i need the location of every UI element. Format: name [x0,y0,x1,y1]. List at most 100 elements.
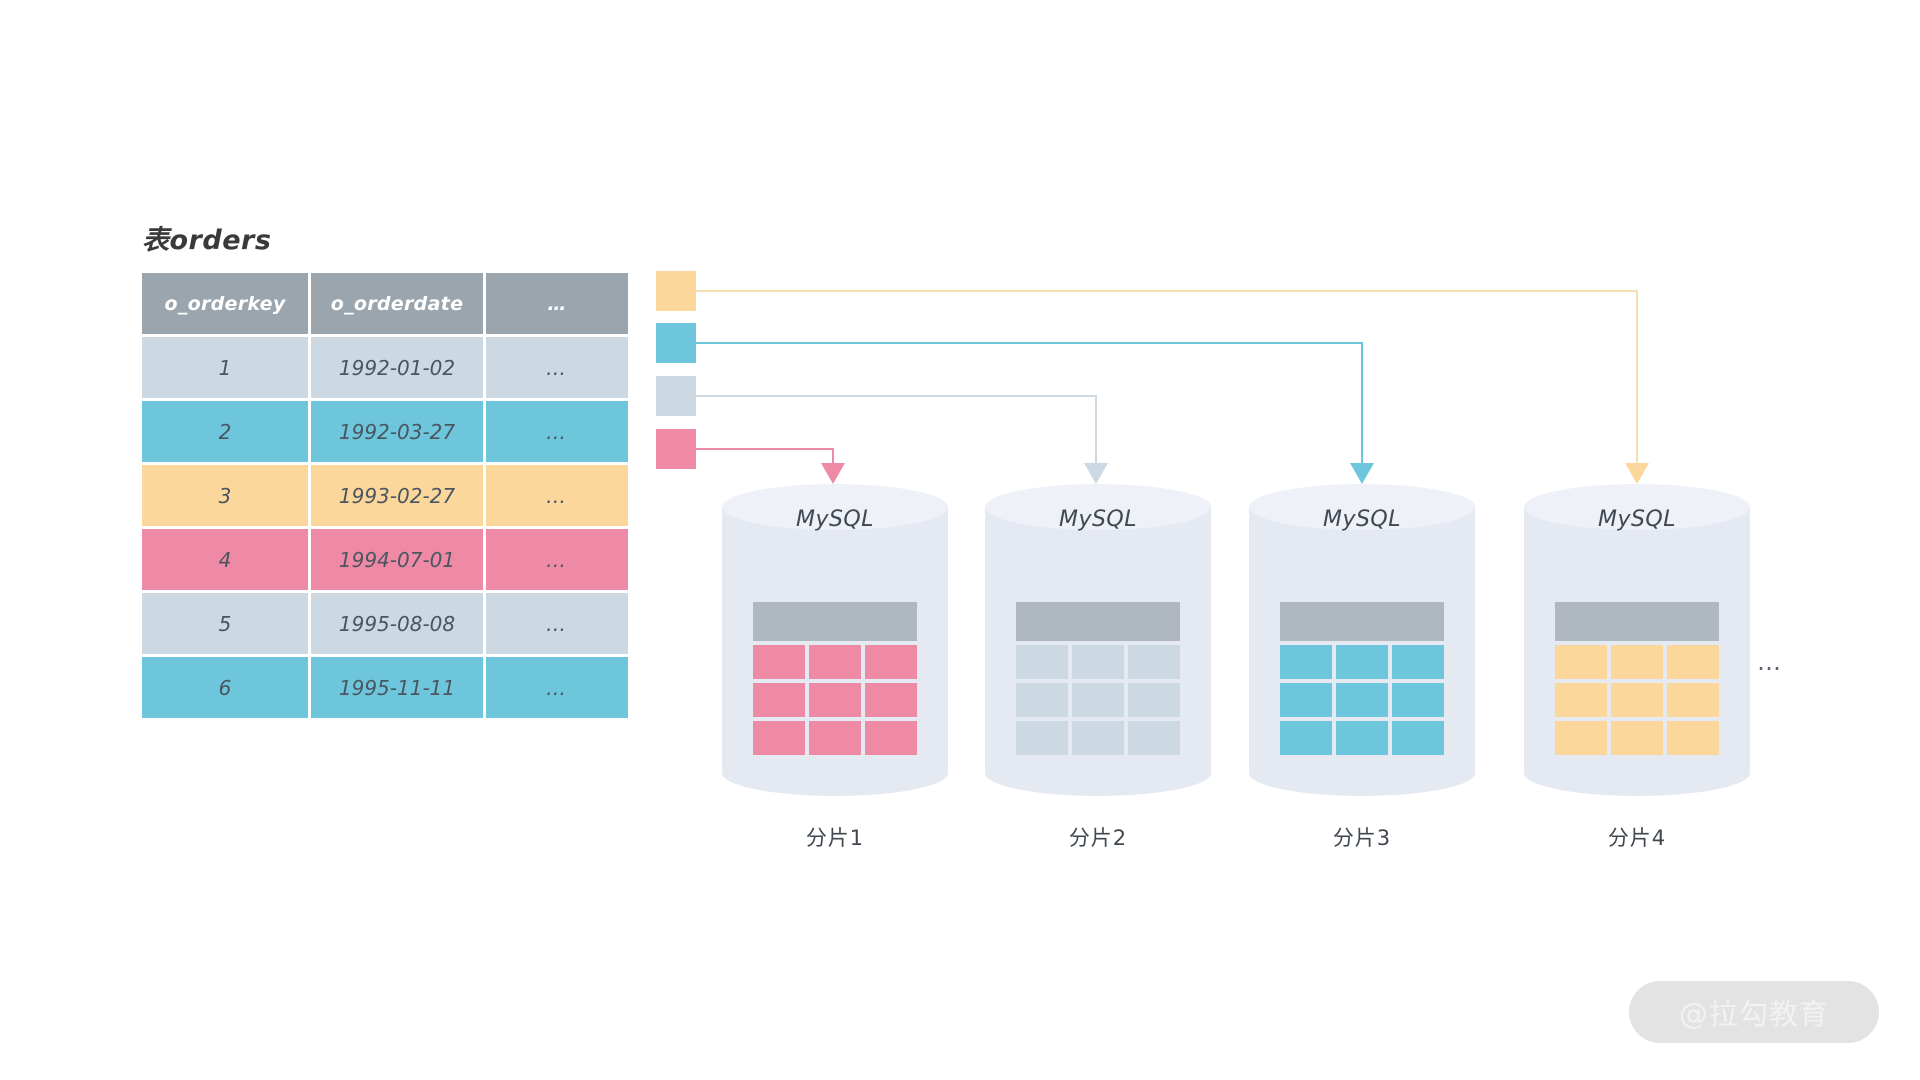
shard-cylinder-4[interactable]: MySQL [1524,484,1750,796]
more-shards-ellipsis: … [1757,648,1784,676]
mini-table-header [1555,602,1719,641]
cell-orderdate: 1995-11-11 [311,657,483,718]
mini-table-cell [1280,721,1332,755]
mini-table-cell [1072,683,1124,717]
shard-mini-table [1555,602,1719,755]
mini-table-grid [753,645,917,755]
mini-table-cell [753,645,805,679]
legend-swatch-yellow[interactable] [656,271,696,311]
cell-orderkey: 5 [142,593,308,654]
mini-table-cell [1611,683,1663,717]
mini-table-row [1016,721,1180,755]
connector-yellow [696,290,1638,463]
connector-gray [696,395,1097,463]
mini-table-cell [1555,645,1607,679]
cell-orderkey: 4 [142,529,308,590]
cell-more: … [486,657,628,718]
mini-table-cell [1667,683,1719,717]
mini-table-cell [1667,645,1719,679]
shard-cylinder-1[interactable]: MySQL [722,484,948,796]
mini-table-cell [1336,645,1388,679]
mini-table-cell [865,721,917,755]
shard-caption-4: 分片4 [1607,826,1667,850]
arrowhead-pink [821,463,845,484]
cylinder-top [1524,484,1750,530]
mini-table-cell [1072,645,1124,679]
page-title: 表orders [142,225,272,256]
mini-table-row [1016,645,1180,679]
mini-table-row [753,683,917,717]
cell-orderdate: 1994-07-01 [311,529,483,590]
arrowhead-yellow [1625,463,1649,484]
mini-table-cell [1336,721,1388,755]
mini-table-cell [809,721,861,755]
mini-table-grid [1555,645,1719,755]
shard-mini-table [1016,602,1180,755]
mini-table-cell [1392,721,1444,755]
cell-more: … [486,401,628,462]
mini-table-grid [1280,645,1444,755]
mini-table-row [1555,645,1719,679]
cell-orderkey: 1 [142,337,308,398]
mini-table-cell [1016,721,1068,755]
mini-table-cell [865,683,917,717]
cell-more: … [486,529,628,590]
legend-swatch-pink[interactable] [656,429,696,469]
mini-table-cell [1128,683,1180,717]
mini-table-cell [1555,683,1607,717]
mini-table-cell [1280,645,1332,679]
watermark-badge: @拉勾教育 [1629,981,1879,1043]
watermark-text: @拉勾教育 [1678,997,1829,1031]
mini-table-row [753,645,917,679]
database-label: MySQL [795,507,875,532]
column-header-more: … [486,273,628,334]
legend-swatch-gray[interactable] [656,376,696,416]
mini-table-header [753,602,917,641]
mini-table-cell [753,683,805,717]
mini-table-cell [1611,721,1663,755]
mini-table-row [1280,645,1444,679]
mini-table-cell [1611,645,1663,679]
mini-table-cell [1667,721,1719,755]
column-header-orderdate: o_orderdate [311,273,483,334]
mini-table-cell [809,683,861,717]
cell-more: … [486,593,628,654]
cell-orderkey: 6 [142,657,308,718]
shard-caption-3: 分片3 [1332,826,1392,850]
cylinder-top [722,484,948,530]
cell-orderdate: 1992-01-02 [311,337,483,398]
database-label: MySQL [1597,507,1677,532]
legend-swatch-cyan[interactable] [656,323,696,363]
mini-table-row [1555,721,1719,755]
mini-table-row [1280,721,1444,755]
mini-table-cell [1128,645,1180,679]
cell-more: … [486,465,628,526]
shard-cylinder-2[interactable]: MySQL [985,484,1211,796]
mini-table-row [1280,683,1444,717]
mini-table-cell [1016,683,1068,717]
shard-cylinder-3[interactable]: MySQL [1249,484,1475,796]
database-label: MySQL [1058,507,1138,532]
mini-table-cell [753,721,805,755]
connector-cyan [696,342,1363,463]
arrowhead-cyan [1350,463,1374,484]
connector-pink [696,448,834,463]
mini-table-cell [1128,721,1180,755]
mini-table-row [1555,683,1719,717]
cell-orderdate: 1992-03-27 [311,401,483,462]
cell-orderkey: 2 [142,401,308,462]
cell-orderdate: 1995-08-08 [311,593,483,654]
mini-table-cell [1392,645,1444,679]
cell-orderdate: 1993-02-27 [311,465,483,526]
